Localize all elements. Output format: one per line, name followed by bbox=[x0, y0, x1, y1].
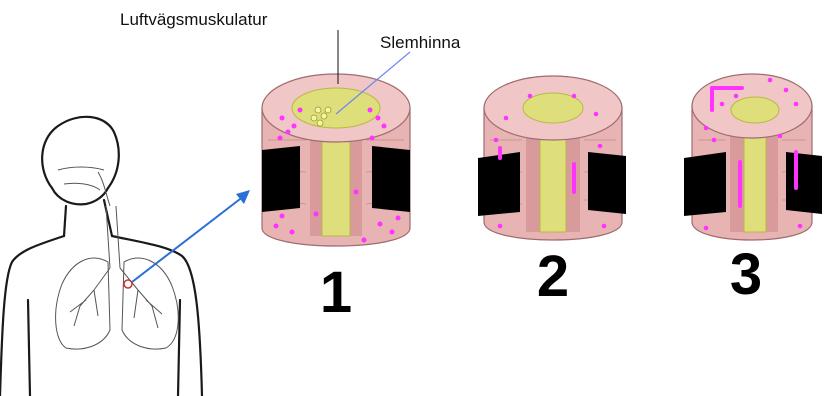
zoom-arrow bbox=[132, 190, 250, 282]
arm-lines bbox=[28, 300, 180, 396]
airway-cylinder-3 bbox=[684, 74, 822, 240]
stage-number-3: 3 bbox=[730, 242, 762, 307]
airway-cylinder-2 bbox=[478, 76, 626, 240]
human-torso-illustration bbox=[0, 117, 202, 396]
left-lung bbox=[56, 258, 110, 349]
head-outline bbox=[42, 117, 119, 188]
stage-number-2: 2 bbox=[537, 244, 569, 309]
stage-number-1: 1 bbox=[320, 260, 352, 325]
mucosa-label: Slemhinna bbox=[380, 33, 461, 52]
neck-outline bbox=[64, 200, 112, 236]
bronchial-tree bbox=[70, 268, 162, 328]
face-outline bbox=[52, 188, 108, 204]
muscle-label: Luftvägsmuskulatur bbox=[120, 10, 268, 29]
airway-cylinder-1 bbox=[262, 74, 410, 246]
highlighted-bronchus bbox=[124, 280, 132, 288]
